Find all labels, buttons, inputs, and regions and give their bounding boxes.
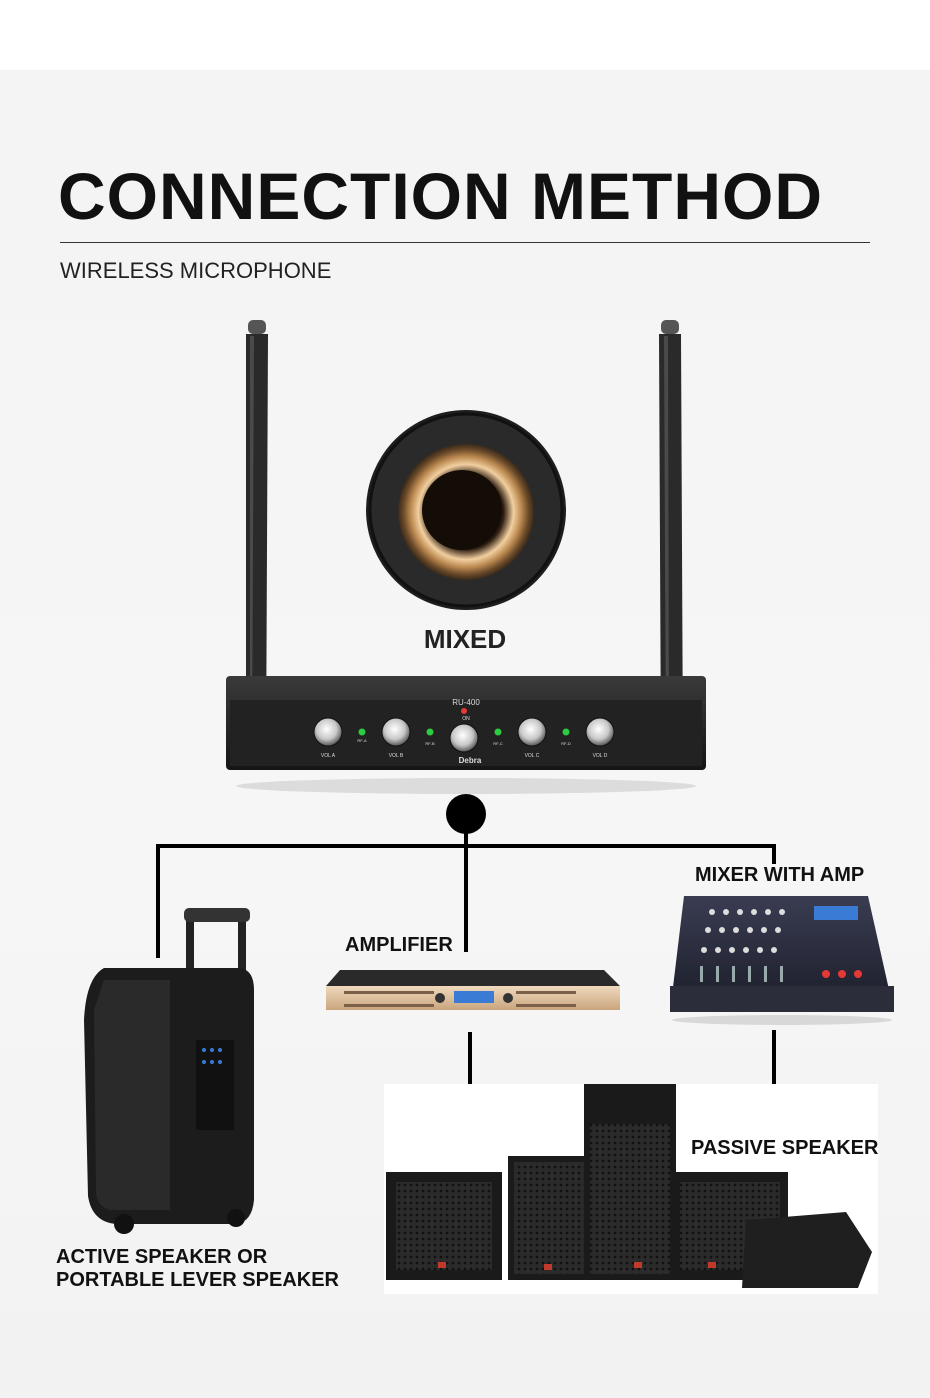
receiver-brand: Debra	[459, 756, 482, 765]
knob-label-a: VOL A	[321, 753, 336, 759]
mixer-with-amp-image	[670, 896, 894, 1025]
junction-node	[446, 794, 486, 834]
amplifier-label: AMPLIFIER	[345, 934, 453, 956]
knob-label-d: VOL D	[593, 753, 608, 759]
passive-speakers-image	[384, 1084, 878, 1294]
jack-label: MIXED	[423, 624, 507, 654]
knob-label-b: VOL B	[389, 753, 404, 759]
rf-label-a: RF-A	[357, 738, 367, 743]
active-speaker-image	[84, 908, 254, 1234]
receiver-model: RU-400	[452, 698, 480, 707]
antenna-right	[659, 320, 683, 760]
rf-label-b: RF-B	[425, 741, 435, 746]
active-speaker-label-line1: ACTIVE SPEAKER OR	[56, 1246, 268, 1268]
page-subtitle: WIRELESS MICROPHONE	[60, 258, 332, 283]
active-speaker-label: ACTIVE SPEAKER OR PORTABLE LEVER SPEAKER	[56, 1246, 339, 1292]
receiver-unit	[226, 676, 706, 794]
amplifier-image	[326, 970, 620, 1010]
active-speaker-label-line2: PORTABLE LEVER SPEAKER	[56, 1269, 339, 1291]
mixer-label: MIXER WITH AMP	[695, 864, 865, 886]
jack-closeup	[366, 410, 566, 610]
receiver-leds	[358, 708, 570, 736]
rf-label-c: RF-C	[493, 741, 503, 746]
knob-label-c: VOL C	[525, 753, 540, 759]
receiver-power-label: ON	[462, 716, 470, 722]
passive-speaker-label: PASSIVE SPEAKER	[691, 1137, 879, 1159]
antenna-left	[246, 320, 268, 760]
receiver-knobs	[313, 717, 615, 753]
title-divider	[60, 242, 870, 243]
rf-label-d: RF-D	[561, 741, 571, 746]
page-title: CONNECTION METHOD	[58, 159, 823, 233]
